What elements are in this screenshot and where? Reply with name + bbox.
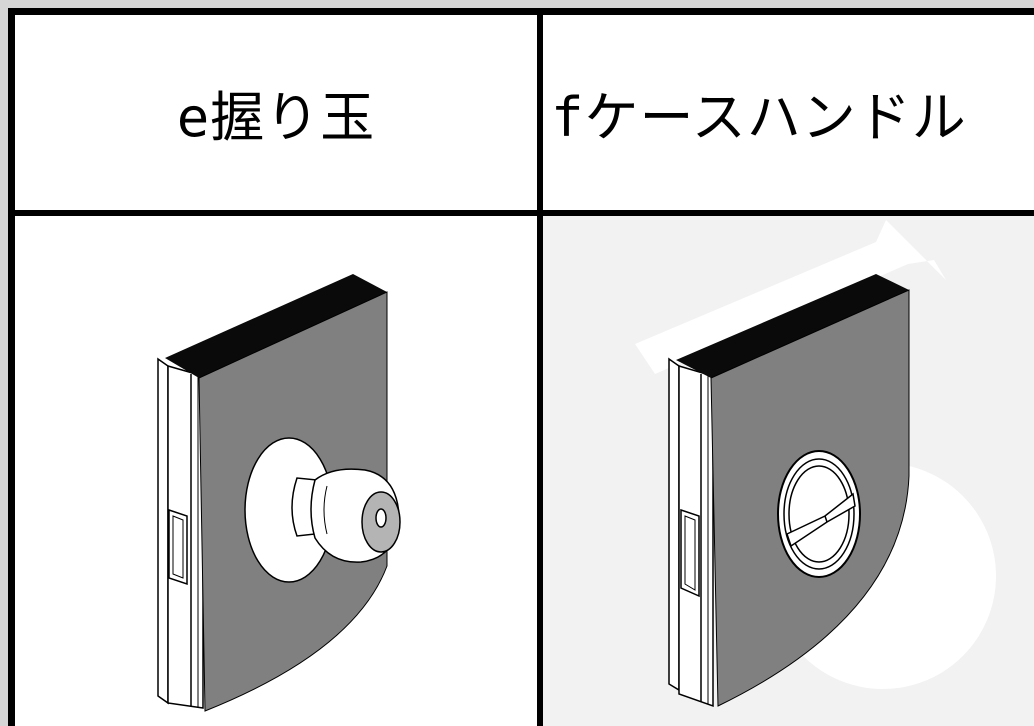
door-knob-illustration xyxy=(157,274,401,712)
header-cell-f: fケースハンドル xyxy=(543,15,1034,210)
door-top xyxy=(165,274,387,378)
image-cell-e xyxy=(15,216,537,726)
header-cell-e: e握り玉 xyxy=(15,15,537,210)
label-f-case-handle: fケースハンドル xyxy=(551,86,967,149)
comparison-table: e握り玉 fケースハンドル xyxy=(8,8,1034,726)
door-top xyxy=(676,274,909,378)
door-frame-strip xyxy=(157,357,169,705)
image-cell-f xyxy=(543,216,1034,726)
keyhole-icon xyxy=(375,508,387,528)
rotation-arrow-shape xyxy=(635,220,946,374)
case-handle-illustration xyxy=(635,220,996,708)
label-e-knob: e握り玉 xyxy=(176,86,376,149)
latch-plate xyxy=(680,508,700,598)
door-frame-strip xyxy=(668,357,680,692)
latch-plate xyxy=(168,508,188,586)
